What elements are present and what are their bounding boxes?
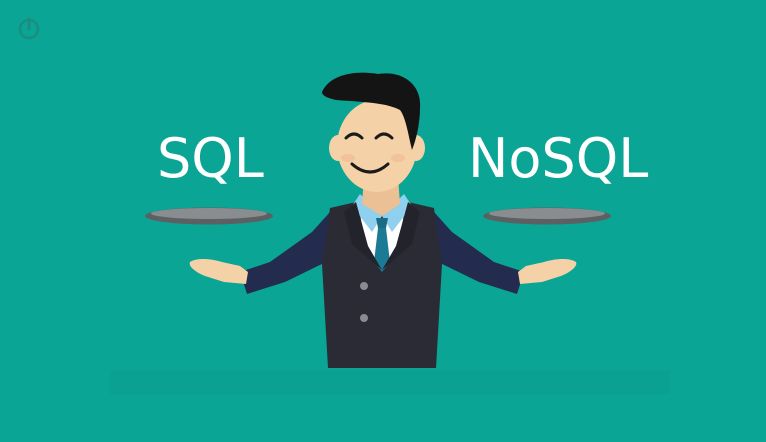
left-hand	[189, 258, 248, 284]
collar-right	[382, 194, 412, 232]
right-arm	[434, 212, 524, 294]
tie	[374, 228, 390, 272]
nosql-label: NoSQL	[468, 127, 649, 190]
smile	[350, 162, 390, 174]
lapel-left	[344, 202, 382, 270]
tie-knot	[376, 218, 388, 228]
right-hand	[518, 258, 577, 284]
collar-left	[352, 194, 382, 232]
left-arm	[240, 212, 330, 294]
jacket-button-bottom	[360, 314, 368, 322]
right-eye	[374, 132, 394, 140]
left-eye	[344, 132, 364, 140]
lapel-right	[382, 202, 420, 270]
power-icon	[18, 17, 40, 40]
sql-label: SQL	[157, 127, 264, 190]
hair	[322, 72, 421, 150]
jacket-button-top	[360, 282, 368, 290]
